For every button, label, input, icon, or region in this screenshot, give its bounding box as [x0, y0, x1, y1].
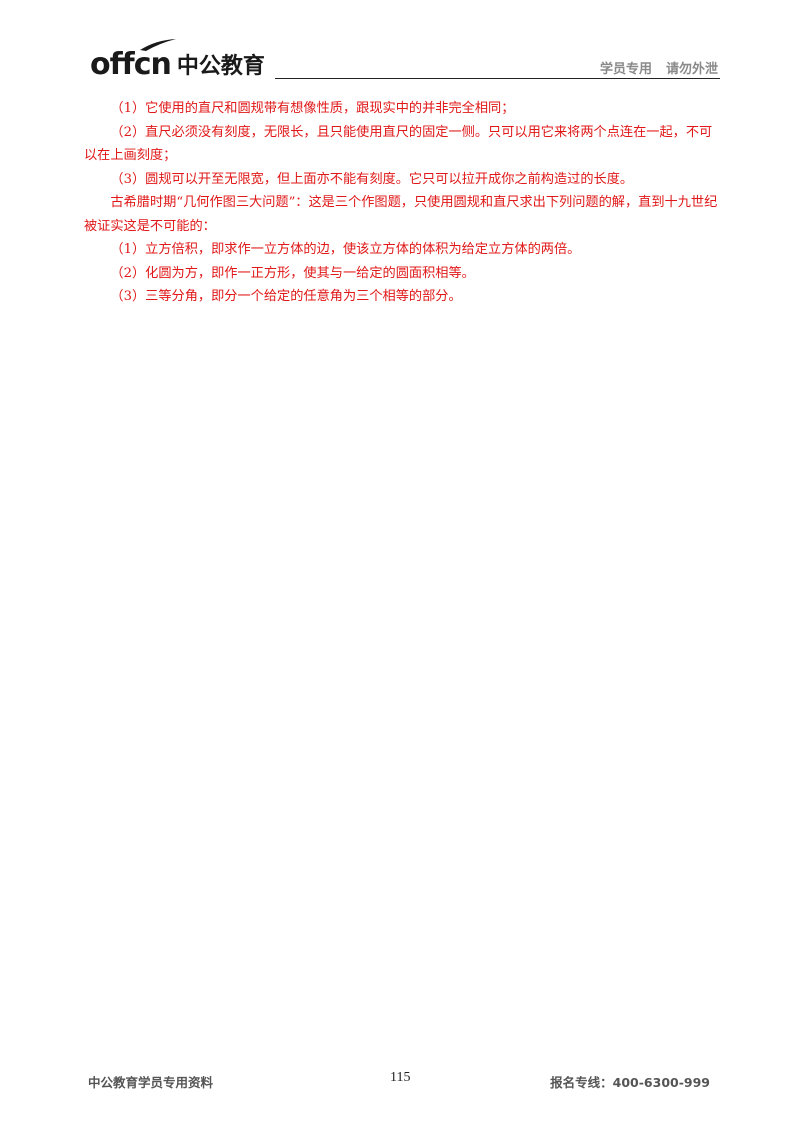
paragraph: （1）它使用的直尺和圆规带有想像性质，跟现实中的并非完全相同； — [110, 101, 515, 116]
page-number: 115 — [390, 1070, 411, 1085]
page-header: offcn 中公教育 学员专用请勿外泄 — [90, 39, 720, 82]
header-tag-do-not-leak: 请勿外泄 — [665, 62, 718, 77]
header-divider — [275, 78, 720, 79]
paragraph: 古希腊时期“几何作图三大问题”：这是三个作图题，只使用圆规和直尺求出下列问题的解… — [84, 195, 718, 234]
paragraph: （1）立方倍积，即求作一立方体的边，使该立方体的体积为给定立方体的两倍。 — [110, 242, 581, 257]
logo-swoosh-icon — [140, 39, 176, 51]
offcn-logo: offcn 中公教育 — [90, 39, 265, 82]
paragraph: （3）三等分角，即分一个给定的任意角为三个相等的部分。 — [110, 289, 462, 304]
paragraph: （3）圆规可以开至无限宽，但上面亦不能有刻度。它只可以拉开成你之前构造过的长度。 — [110, 171, 634, 187]
paragraph: （2）直尺必须没有刻度，无限长，且只能使用直尺的固定一侧。只可以用它来将两个点连… — [84, 124, 713, 164]
page-footer: 中公教育学员专用资料 115 报名专线：400-6300-999 — [88, 1070, 710, 1090]
paragraph: （2）化圆为方，即作一正方形，使其与一给定的圆面积相等。 — [110, 265, 475, 281]
document-body: （1）它使用的直尺和圆规带有想像性质，跟现实中的并非完全相同； （2）直尺必须没… — [84, 97, 720, 309]
header-tags: 学员专用请勿外泄 — [600, 58, 718, 77]
logo-mark: offcn — [90, 47, 172, 82]
footer-hotline: 报名专线：400-6300-999 — [550, 1075, 710, 1090]
header-tag-student-only: 学员专用 — [599, 62, 652, 77]
footer-source-label: 中公教育学员专用资料 — [88, 1075, 214, 1090]
logo-text: 中公教育 — [176, 54, 265, 79]
